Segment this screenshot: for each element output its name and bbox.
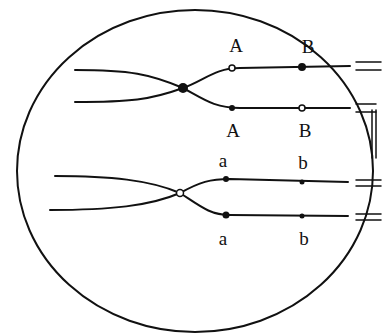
gene-locus <box>229 65 235 71</box>
cell-outline <box>17 10 373 332</box>
allele-label: b <box>298 153 308 172</box>
chromatid <box>75 66 350 88</box>
chromatid <box>50 193 348 216</box>
allele-label: B <box>299 121 312 140</box>
gene-locus <box>300 180 305 185</box>
allele-label: a <box>219 151 227 170</box>
bracket <box>372 110 376 158</box>
allele-label: b <box>299 229 309 248</box>
allele-label: A <box>229 36 243 55</box>
spindle-fibre <box>356 62 381 112</box>
allele-label: B <box>302 37 315 56</box>
spindle-fibre <box>356 180 381 220</box>
centromere <box>178 83 188 93</box>
gene-locus <box>229 105 235 111</box>
chromatid <box>55 176 348 193</box>
allele-label: A <box>226 121 240 140</box>
centromere <box>177 190 184 197</box>
gene-locus <box>300 214 305 219</box>
gene-locus <box>223 212 230 219</box>
allele-label: a <box>219 229 227 248</box>
gene-locus <box>298 63 306 71</box>
gene-locus <box>223 176 229 182</box>
chromatid <box>75 88 350 108</box>
gene-locus <box>299 105 305 111</box>
